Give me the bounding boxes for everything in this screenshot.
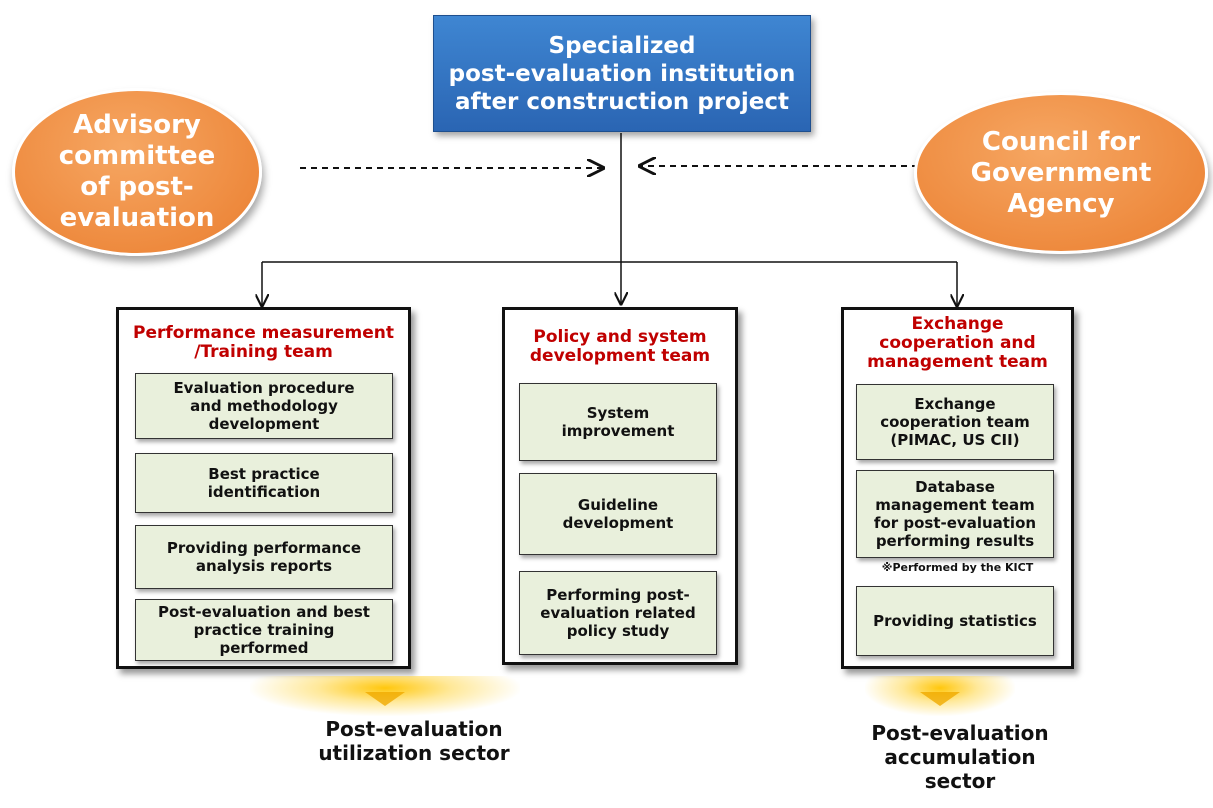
institution-line-2: post-evaluation institution bbox=[448, 60, 796, 87]
item-evaluation-procedure: Evaluation procedure and methodology dev… bbox=[135, 373, 393, 439]
item-system-improvement: System improvement bbox=[519, 383, 717, 461]
advisory-line-2: committee bbox=[58, 141, 216, 171]
team-policy-system: Policy and system development team Syste… bbox=[502, 307, 738, 665]
team-performance-measurement: Performance measurement /Training team E… bbox=[116, 307, 411, 669]
advisory-line-1: Advisory bbox=[73, 110, 201, 140]
item-exchange-team: Exchange cooperation team (PIMAC, US CII… bbox=[856, 384, 1054, 460]
item-policy-study: Performing post- evaluation related poli… bbox=[519, 571, 717, 655]
item-training-performed: Post-evaluation and best practice traini… bbox=[135, 599, 393, 661]
council-line-1: Council for bbox=[981, 126, 1141, 157]
accumulation-arrow-head bbox=[920, 692, 960, 706]
institution-line-1: Specialized bbox=[548, 32, 696, 59]
team-title: Performance measurement /Training team bbox=[133, 323, 394, 362]
team-title: Exchange cooperation and management team bbox=[867, 314, 1048, 372]
item-performance-reports: Providing performance analysis reports bbox=[135, 525, 393, 589]
advisory-committee-ellipse: Advisory committee of post- evaluation bbox=[12, 88, 262, 256]
council-line-3: Agency bbox=[1007, 188, 1115, 219]
item-providing-statistics: Providing statistics bbox=[856, 586, 1054, 656]
government-council-ellipse: Council for Government Agency bbox=[914, 92, 1208, 254]
institution-line-3: after construction project bbox=[454, 88, 790, 115]
advisory-line-4: evaluation bbox=[59, 203, 215, 233]
institution-box: Specialized post-evaluation institution … bbox=[433, 15, 811, 132]
item-database-team: Database management team for post-evalua… bbox=[856, 470, 1054, 558]
utilization-arrow-head bbox=[365, 692, 405, 706]
accumulation-sector-label: Post-evaluation accumulation sector bbox=[871, 721, 1049, 793]
council-line-2: Government bbox=[970, 157, 1152, 188]
team-exchange-cooperation: Exchange cooperation and management team… bbox=[841, 307, 1074, 669]
item-guideline-development: Guideline development bbox=[519, 473, 717, 555]
utilization-sector-label: Post-evaluation utilization sector bbox=[318, 717, 510, 765]
advisory-line-3: of post- bbox=[80, 172, 194, 202]
team-title: Policy and system development team bbox=[529, 327, 711, 366]
item-best-practice: Best practice identification bbox=[135, 453, 393, 513]
kict-note: ※Performed by the KICT bbox=[881, 561, 1034, 574]
